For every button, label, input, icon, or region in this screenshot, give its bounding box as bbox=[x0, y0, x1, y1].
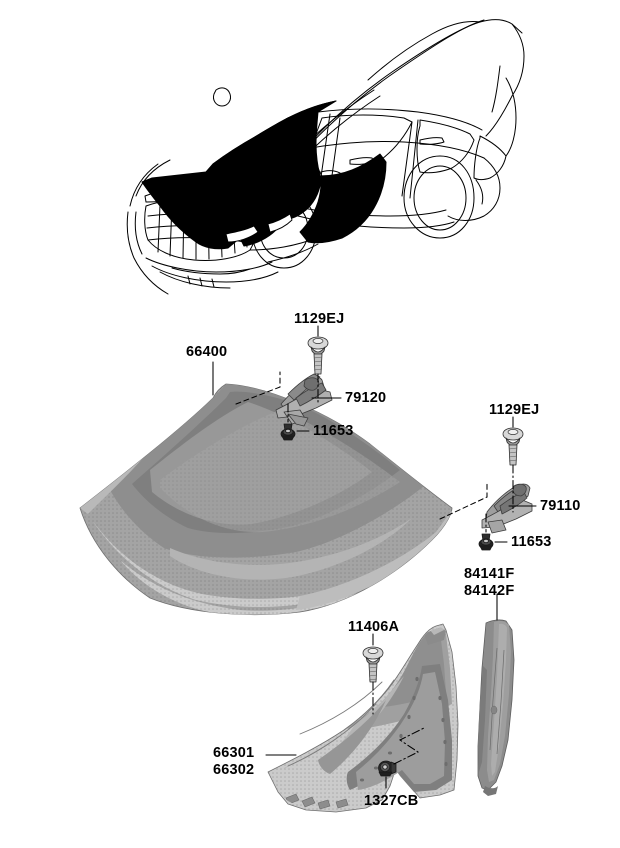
part-label-11406a: 11406A bbox=[348, 619, 400, 635]
part-label-84141f-84142f: 84141F 84142F bbox=[464, 566, 515, 599]
centerline-1327cb-branch bbox=[393, 727, 425, 765]
part-label-11653-left: 11653 bbox=[313, 423, 354, 439]
part-label-66301-66302: 66301 66302 bbox=[213, 745, 255, 778]
part-label-79120: 79120 bbox=[345, 390, 387, 406]
part-label-66400: 66400 bbox=[186, 344, 228, 360]
hood-panel-shape bbox=[79, 383, 453, 616]
bolt-1129ej-right bbox=[502, 427, 524, 466]
part-label-1129ej-left: 1129EJ bbox=[294, 311, 345, 327]
bolt-11406a bbox=[362, 646, 384, 683]
assembly-line-hood-to-right-hinge bbox=[439, 481, 488, 520]
part-label-79110: 79110 bbox=[540, 498, 581, 514]
hood-hinge-left-shape bbox=[275, 373, 333, 427]
leader-lines bbox=[212, 325, 537, 789]
nut-11653-right bbox=[478, 533, 494, 551]
bolt-1129ej-left bbox=[307, 336, 329, 375]
part-label-11653-right: 11653 bbox=[511, 534, 552, 550]
part-label-1129ej-right: 1129EJ bbox=[489, 402, 540, 418]
highlighted-hood-fender-region bbox=[141, 100, 387, 250]
fender-insulation-pad-shape bbox=[477, 619, 515, 796]
nut-11653-left bbox=[280, 423, 296, 441]
part-label-1327cb: 1327CB bbox=[364, 793, 419, 809]
hood-hinge-right-shape bbox=[481, 483, 533, 534]
assembly-line-hood-to-left-hinge bbox=[235, 371, 281, 405]
